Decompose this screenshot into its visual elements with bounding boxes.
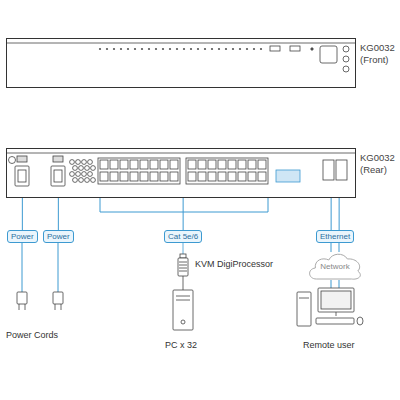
tag-text: Network — [320, 262, 349, 271]
kvm-adapter — [178, 243, 188, 290]
cable-bracket — [100, 198, 268, 212]
cable-line — [183, 198, 184, 230]
tag-text: Power — [11, 232, 34, 241]
cable-tag: Power — [43, 230, 74, 243]
pc-tower — [173, 290, 193, 330]
part-label: PC x 32 — [165, 340, 197, 350]
power-cord — [22, 243, 58, 292]
device-panel: KG0032 (Front) — [6, 38, 356, 88]
cable-tag: Power — [7, 230, 38, 243]
cable-line — [331, 198, 339, 230]
tag-text: Ethernet — [320, 232, 350, 241]
model-label: KG0032 (Rear) — [360, 152, 395, 177]
rear-panel-detail — [6, 153, 356, 186]
part-label: Power Cords — [6, 330, 58, 340]
tag-text: Power — [47, 232, 70, 241]
plug-symbol — [17, 292, 63, 310]
remote-computer — [297, 288, 363, 326]
cable-line — [58, 198, 59, 230]
part-label: KVM DigiProcessor — [195, 259, 273, 269]
model-label: KG0032 (Front) — [360, 42, 395, 67]
front-panel-detail — [6, 43, 356, 72]
cable-line — [331, 243, 339, 252]
cable-tag: Ethernet — [316, 230, 354, 243]
tag-text: Cat 5e/6 — [168, 232, 198, 241]
cable-tag: Cat 5e/6 — [164, 230, 202, 243]
part-label: Remote user — [303, 340, 355, 350]
network-line — [331, 280, 339, 288]
device-panel: KG0032 (Rear) — [6, 148, 356, 198]
network-cloud: Network — [306, 252, 364, 280]
cable-line — [22, 198, 23, 230]
